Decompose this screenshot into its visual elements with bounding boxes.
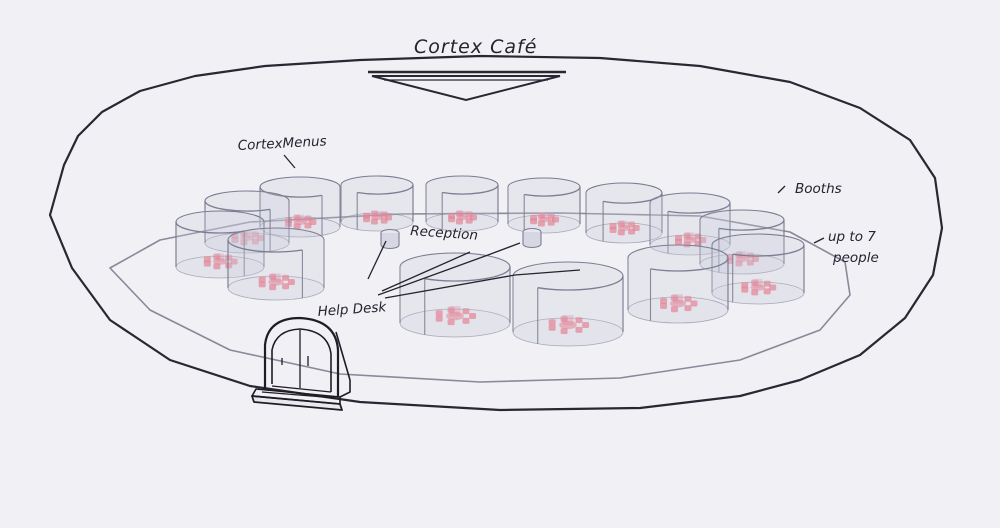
booth-3 xyxy=(508,178,580,233)
booth-14 xyxy=(513,262,623,346)
booths-group xyxy=(176,176,804,346)
capacity-label-line2: people xyxy=(832,250,879,266)
cafe-title: Cortex Café xyxy=(414,36,537,58)
seat-icon xyxy=(282,283,289,289)
reception-desk-right xyxy=(523,229,541,248)
seat-icon xyxy=(204,256,211,262)
seat-icon xyxy=(469,313,476,319)
seat-icon xyxy=(381,218,388,224)
booth-13 xyxy=(400,253,510,337)
seat-icon xyxy=(436,310,443,316)
seat-icon xyxy=(269,284,276,290)
seat-icon xyxy=(675,235,682,241)
help-desk-label: Help Desk xyxy=(317,299,388,320)
booth-10 xyxy=(228,228,324,300)
screen-icon xyxy=(368,72,566,100)
seat-icon xyxy=(684,305,691,311)
seat-icon xyxy=(259,277,266,283)
seat-icon xyxy=(751,289,758,295)
seat-icon xyxy=(304,223,311,229)
seat-icon xyxy=(582,322,589,328)
seat-icon xyxy=(363,213,370,219)
seat-icon xyxy=(538,220,545,226)
seat-icon xyxy=(741,282,748,288)
seat-icon xyxy=(448,319,455,325)
capacity-label-line1: up to 7 xyxy=(828,229,876,245)
seat-icon xyxy=(371,218,378,224)
seat-icon xyxy=(764,288,771,294)
booth-2 xyxy=(426,176,498,231)
seat-icon xyxy=(618,229,625,235)
seat-icon xyxy=(462,318,469,324)
seat-icon xyxy=(448,213,455,219)
reception-label: Reception xyxy=(410,223,479,244)
seat-icon xyxy=(575,327,582,333)
seat-icon xyxy=(456,218,463,224)
entrance-arch-icon xyxy=(252,318,350,410)
seat-icon xyxy=(561,328,568,334)
seat-icon xyxy=(466,218,473,224)
seat-icon xyxy=(660,298,667,304)
seat-icon xyxy=(691,301,698,307)
booth-1 xyxy=(341,176,413,231)
seat-icon xyxy=(530,215,537,221)
seat-icon xyxy=(213,263,220,269)
cortex-menus-label: CortexMenus xyxy=(237,133,327,154)
seat-icon xyxy=(549,319,556,325)
seat-icon xyxy=(548,220,555,226)
seat-icon xyxy=(671,306,678,312)
seat-icon xyxy=(436,316,443,322)
seat-icon xyxy=(549,325,556,331)
seat-icon xyxy=(628,229,635,235)
booths-label: Booths xyxy=(795,181,842,197)
booth-12 xyxy=(628,245,728,323)
seat-icon xyxy=(610,223,617,229)
